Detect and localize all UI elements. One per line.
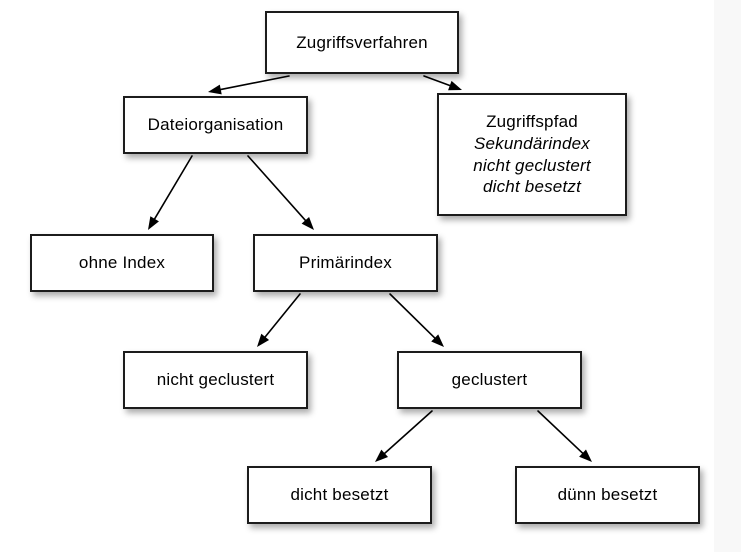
node-label-line: dicht besetzt bbox=[290, 485, 389, 505]
edge-zugriffsverfahren-zugriffspfad bbox=[423, 75, 462, 91]
edge-line bbox=[217, 75, 290, 91]
arrowhead-icon bbox=[579, 449, 592, 462]
edge-zugriffsverfahren-dateiorganisation bbox=[208, 75, 290, 95]
node-geclustert[interactable]: geclustert bbox=[397, 351, 582, 409]
node-label-duenn-besetzt: dünn besetzt bbox=[517, 484, 698, 506]
arrowhead-icon bbox=[375, 449, 389, 462]
node-label-line: dicht besetzt bbox=[482, 177, 582, 197]
arrowhead-icon bbox=[208, 84, 222, 95]
edge-line bbox=[537, 410, 586, 456]
edge-line bbox=[262, 293, 301, 340]
arrowhead-icon bbox=[257, 333, 270, 347]
node-label-line: dünn besetzt bbox=[557, 485, 658, 505]
node-label-dateiorganisation: Dateiorganisation bbox=[125, 114, 306, 136]
page-gutter bbox=[714, 0, 741, 552]
edge-line bbox=[423, 75, 454, 88]
edge-line bbox=[381, 410, 433, 457]
edge-dateiorganisation-ohne-index bbox=[148, 155, 193, 230]
node-label-geclustert: geclustert bbox=[399, 369, 580, 391]
node-label-line: Zugriffsverfahren bbox=[296, 32, 428, 52]
node-label-primaerindex: Primärindex bbox=[255, 252, 436, 274]
arrowhead-icon bbox=[301, 216, 314, 230]
node-label-line: nicht geclustert bbox=[473, 155, 591, 175]
node-label-zugriffsverfahren: Zugriffsverfahren bbox=[267, 32, 457, 54]
node-label-line: Dateiorganisation bbox=[147, 115, 284, 135]
node-label-line: Primärindex bbox=[299, 253, 392, 273]
node-primaerindex[interactable]: Primärindex bbox=[253, 234, 438, 292]
node-label-nicht-geclustert: nicht geclustert bbox=[125, 369, 306, 391]
arrowhead-icon bbox=[431, 334, 444, 347]
node-label-line: Sekundärindex bbox=[473, 133, 590, 153]
node-label-line: geclustert bbox=[451, 370, 528, 390]
node-label-dicht-besetzt: dicht besetzt bbox=[249, 484, 430, 506]
edge-line bbox=[389, 293, 438, 341]
node-dicht-besetzt[interactable]: dicht besetzt bbox=[247, 466, 432, 524]
edge-primaerindex-nicht-geclustert bbox=[257, 293, 301, 347]
node-nicht-geclustert[interactable]: nicht geclustert bbox=[123, 351, 308, 409]
edge-geclustert-duenn-besetzt bbox=[537, 410, 592, 462]
arrowhead-icon bbox=[448, 80, 462, 91]
node-duenn-besetzt[interactable]: dünn besetzt bbox=[515, 466, 700, 524]
node-label-line: ohne Index bbox=[78, 253, 166, 273]
edge-dateiorganisation-primaerindex bbox=[247, 155, 314, 230]
edge-line bbox=[247, 155, 309, 224]
edge-line bbox=[152, 155, 193, 223]
arrowhead-icon bbox=[148, 216, 159, 230]
node-label-ohne-index: ohne Index bbox=[32, 252, 212, 274]
node-ohne-index[interactable]: ohne Index bbox=[30, 234, 214, 292]
node-dateiorganisation[interactable]: Dateiorganisation bbox=[123, 96, 308, 154]
node-label-line: nicht geclustert bbox=[156, 370, 275, 390]
node-label-line: Zugriffspfad bbox=[486, 112, 578, 131]
node-zugriffsverfahren[interactable]: Zugriffsverfahren bbox=[265, 11, 459, 74]
edge-primaerindex-geclustert bbox=[389, 293, 444, 347]
edge-geclustert-dicht-besetzt bbox=[375, 410, 433, 462]
